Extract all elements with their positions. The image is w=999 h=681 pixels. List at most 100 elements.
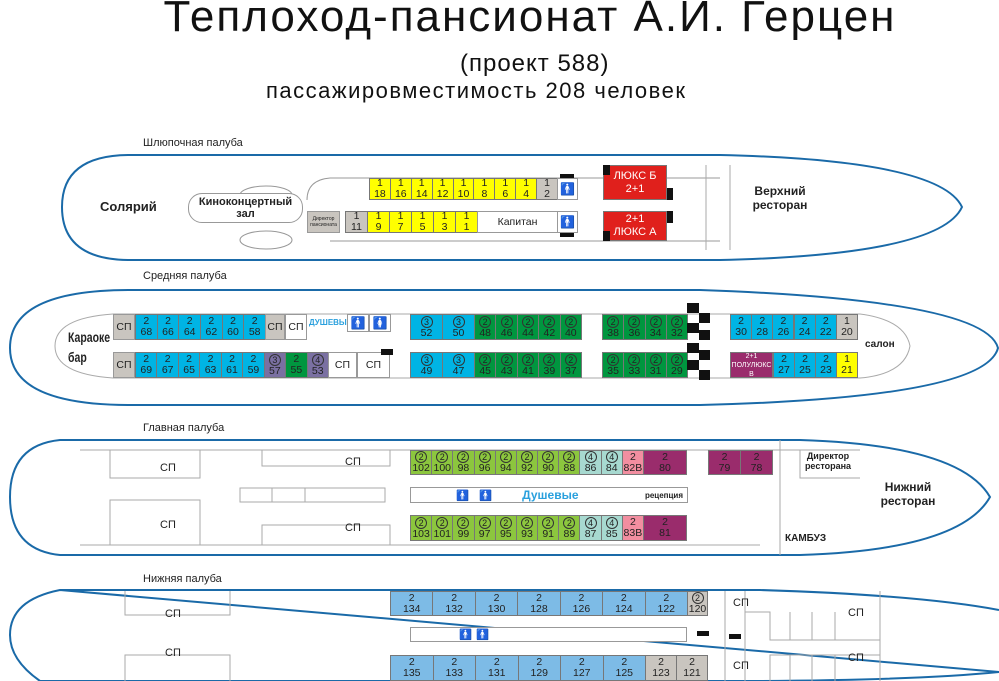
cabin-42[interactable]: 242 [538,314,561,340]
cabin-6[interactable]: 16 [494,178,517,200]
cabin-41[interactable]: 241 [516,352,540,378]
cabin-52[interactable]: 352 [410,314,443,340]
cabin-128[interactable]: 2128 [517,591,561,616]
cabin-55[interactable]: 255 [285,352,308,378]
cabin-35[interactable]: 235 [602,352,625,378]
cabin-39[interactable]: 239 [538,352,561,378]
cabin-3[interactable]: 13 [433,211,456,233]
cabin-103[interactable]: 2103 [410,515,433,541]
cabin-28[interactable]: 228 [751,314,774,340]
cabin-48[interactable]: 248 [474,314,497,340]
cabin-65[interactable]: 265 [177,352,201,378]
cabin-61[interactable]: 261 [220,352,244,378]
cabin-46[interactable]: 246 [495,314,518,340]
cabin-34[interactable]: 234 [644,314,667,340]
cabin-1[interactable]: 11 [455,211,478,233]
cabin-7[interactable]: 17 [389,211,412,233]
cabin-31[interactable]: 231 [644,352,667,378]
cabin-5[interactable]: 15 [411,211,434,233]
cabin-90[interactable]: 290 [537,450,560,475]
cabin-66[interactable]: 266 [156,314,180,340]
cabin-134[interactable]: 2134 [390,591,434,616]
cabin-2[interactable]: 12 [536,178,558,200]
cabin-121[interactable]: 2121 [676,655,708,681]
cabin-59[interactable]: 259 [242,352,265,378]
cabin-98[interactable]: 298 [452,450,475,475]
cabin-47[interactable]: 347 [442,352,475,378]
cabin-79[interactable]: 279 [708,450,741,475]
cabin-33[interactable]: 233 [623,352,646,378]
cabin-68[interactable]: 268 [135,314,158,340]
cabin-127[interactable]: 2127 [560,655,604,681]
cabin-92[interactable]: 292 [515,450,539,475]
cabin-14[interactable]: 114 [410,178,433,200]
cabin-122[interactable]: 2122 [644,591,688,616]
cabin-49[interactable]: 349 [410,352,443,378]
cabin-101[interactable]: 2101 [431,515,454,541]
cabin-4[interactable]: 14 [515,178,538,200]
cabin-44[interactable]: 244 [516,314,540,340]
cabin-133[interactable]: 2133 [432,655,476,681]
cabin-82В[interactable]: 282В [621,450,644,475]
cabin-67[interactable]: 267 [156,352,179,378]
cabin-29[interactable]: 229 [665,352,688,378]
cabin-100[interactable]: 2100 [431,450,454,475]
cabin-85[interactable]: 485 [600,515,623,541]
cabin-9[interactable]: 19 [367,211,390,233]
cabin-125[interactable]: 2125 [602,655,646,681]
cabin-8[interactable]: 18 [473,178,496,200]
cabin-86[interactable]: 486 [579,450,602,475]
cabin-94[interactable]: 294 [494,450,517,475]
cabin-38[interactable]: 238 [602,314,625,340]
cabin-78[interactable]: 278 [740,450,773,475]
cabin-99[interactable]: 299 [452,515,475,541]
cabin-84[interactable]: 484 [600,450,623,475]
cabin-27[interactable]: 227 [773,352,795,378]
cabin-62[interactable]: 262 [200,314,223,340]
cabin-43[interactable]: 243 [495,352,518,378]
cabin-83В[interactable]: 283В [621,515,644,541]
semi-lux-v-cabin[interactable]: 2+1ПОЛУЛЮКС В [730,352,773,378]
cabin-88[interactable]: 288 [558,450,581,475]
cabin-40[interactable]: 240 [559,314,582,340]
cabin-22[interactable]: 222 [814,314,837,340]
cabin-132[interactable]: 2132 [432,591,476,616]
cabin-23[interactable]: 223 [815,352,837,378]
cabin-32[interactable]: 232 [665,314,688,340]
lux-a-cabin[interactable]: 2+1ЛЮКС А [603,211,667,241]
cabin-102[interactable]: 2102 [410,450,433,475]
cabin-130[interactable]: 2130 [474,591,519,616]
cabin-26[interactable]: 226 [772,314,795,340]
cabin-37[interactable]: 237 [559,352,582,378]
cabin-80[interactable]: 280 [643,450,687,475]
cabin-21[interactable]: 121 [836,352,858,378]
cabin-89[interactable]: 289 [558,515,581,541]
cabin-91[interactable]: 291 [537,515,560,541]
cabin-131[interactable]: 2131 [475,655,519,681]
cabin-45[interactable]: 245 [474,352,497,378]
cabin-129[interactable]: 2129 [517,655,561,681]
cabin-97[interactable]: 297 [473,515,496,541]
cabin-10[interactable]: 110 [452,178,475,200]
cabin-25[interactable]: 225 [794,352,816,378]
cabin-87[interactable]: 487 [579,515,602,541]
cabin-120[interactable]: 2120 [687,591,708,616]
cabin-93[interactable]: 293 [515,515,539,541]
cabin-60[interactable]: 260 [221,314,245,340]
cabin-95[interactable]: 295 [494,515,517,541]
cabin-63[interactable]: 263 [199,352,222,378]
cabin-126[interactable]: 2126 [559,591,604,616]
cabin-18[interactable]: 118 [369,178,391,200]
cabin-24[interactable]: 224 [793,314,816,340]
lux-b-cabin[interactable]: ЛЮКС Б2+1 [603,165,667,200]
cabin-30[interactable]: 230 [730,314,753,340]
cabin-20[interactable]: 120 [835,314,858,340]
cabin-58[interactable]: 258 [243,314,266,340]
cabin-57[interactable]: 357 [263,352,287,378]
cabin-50[interactable]: 350 [442,314,475,340]
cabin-124[interactable]: 2124 [602,591,646,616]
cabin-16[interactable]: 116 [389,178,412,200]
cabin-64[interactable]: 264 [178,314,201,340]
cabin-123[interactable]: 2123 [645,655,677,681]
cabin-69[interactable]: 269 [135,352,158,378]
